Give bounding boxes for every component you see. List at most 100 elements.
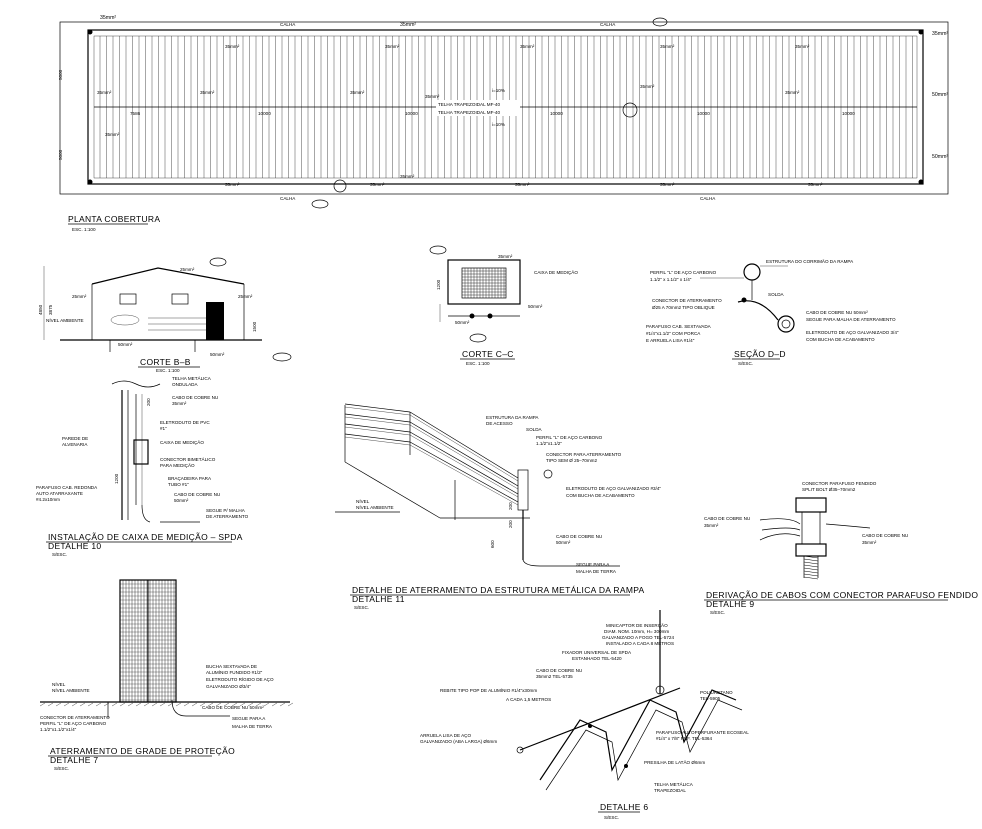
detail-10-l3b: #1" (160, 426, 167, 431)
detail-10-l4a: PAREDE DE (62, 436, 88, 441)
section-d-label-6a: CABO DE COBRE NU 50mm² (806, 310, 868, 315)
detail-10-l6b: PARA MEDIÇÃO (160, 462, 195, 468)
detail-6-l2b: ESTANHADO TEL-5420 (572, 656, 622, 661)
svg-text:35mm²: 35mm² (385, 44, 400, 49)
section-c-scale: ESC. 1:100 (466, 361, 490, 366)
section-c-label-box: CAIXA DE MEDIÇÃO (534, 269, 578, 275)
detail-11-l1a: ESTRUTURA DA RAMPA (486, 415, 539, 420)
soil-hatch (39, 702, 294, 707)
plan-side-label-top: CALHA (280, 22, 296, 27)
section-c-box-mesh (462, 268, 506, 298)
detail-7: BUCHA SEXTAVADA DE ALUMÍNIO FUNDIDO #1/2… (39, 579, 294, 771)
svg-text:35mm²: 35mm² (350, 90, 365, 95)
detail-10-l1a: TELHA METÁLICA (172, 375, 212, 381)
detail-11: ESTRUTURA DA RAMPA DE ACESSO SOLDA PERFI… (335, 403, 661, 610)
detail-10-l9a: CABO DE COBRE NU (174, 492, 220, 497)
roof-slope-1: i=10% (492, 88, 505, 93)
roof-note-1: TELHA TRAPEZOIDAL MF-40 (438, 102, 500, 107)
detail-7-l1a: BUCHA SEXTAVADA DE (206, 664, 257, 669)
detail-9-l2a: CABO DE COBRE NU (704, 516, 750, 521)
plan-dim-2: 10000 (258, 111, 271, 116)
section-b: 25mm² 50mm² 25mm² 50mm² 25mm² NÍVEL AMBI… (38, 257, 292, 373)
roof-slope-2: i=10% (492, 122, 505, 127)
section-d-label-5b: #1/4"x1.1/2" COM PORCA (646, 331, 701, 336)
plan-side-label-bottom: CALHA (280, 196, 296, 201)
detail-9-subtitle: DETALHE 9 (706, 599, 754, 609)
svg-text:35mm²: 35mm² (795, 44, 810, 49)
detail-11-l7a: SEGUE PARA A (576, 562, 610, 567)
svg-text:35mm²: 35mm² (785, 90, 800, 95)
svg-text:35mm²: 35mm² (225, 182, 240, 187)
detail-6-l4b: A CADA 1,5 METROS (506, 697, 551, 702)
detail-9-l2b: 35mm² (704, 523, 719, 528)
ramp-handrails (344, 403, 519, 506)
detail-10-l9b: 50mm² (174, 498, 189, 503)
detail-7-l6a: SEGUE PARA A (232, 716, 266, 721)
section-d-label-5a: PARAFUSO CAB. SEXTAVADA (646, 324, 712, 329)
detail-11-dim-b: 200 (508, 520, 513, 528)
detail-6-l8: PRESILHA DE LATÃO Ø6mm (644, 759, 705, 765)
section-c-title: CORTE C–C (462, 349, 514, 359)
detail-11-l1b: DE ACESSO (486, 421, 513, 426)
section-b-dim-c: 1500 (252, 321, 257, 332)
detail-9-scale: S/ESC. (710, 610, 725, 615)
svg-text:35mm²: 35mm² (520, 44, 535, 49)
section-d-label-1: ESTRUTURA DO CORRIMÃO DA RAMPA (766, 258, 854, 264)
detail-6-l1b: DIAM. NOM. 10mm, H= 300mm (604, 629, 669, 634)
detail-10-l5: CAIXA DE MEDIÇÃO (160, 439, 204, 445)
svg-text:35mm²: 35mm² (370, 182, 385, 187)
section-d-label-6b: SEGUE PARA MALHA DE ATERRAMENTO (806, 317, 896, 322)
plan-tag-right-3: 50mm² (932, 154, 948, 160)
section-d-label-7b: COM BUCHA DE ACABAMENTO (806, 337, 875, 342)
section-c-tag-a: 35mm² (498, 254, 513, 259)
section-b-tag-b: 50mm² (118, 342, 133, 347)
detail-7-scale: S/ESC. (54, 766, 69, 771)
detail-7-l6b: MALHA DE TERRA (232, 724, 273, 729)
section-b-scale: ESC. 1:100 (156, 368, 180, 373)
detail-11-l5b: COM BUCHA DE ACABAMENTO (566, 493, 635, 498)
plan-side-label-top-2: CALHA (600, 22, 616, 27)
detail-10-dim-b: 1200 (114, 473, 119, 484)
detail-9: CONECTOR PARAFUSO FENDIDO SPLIT BOLT Ø35… (704, 481, 978, 615)
detail-7-subtitle: DETALHE 7 (50, 755, 98, 765)
protection-grille (120, 580, 176, 702)
detail-10: TELHA METÁLICA ONDULADA CABO DE COBRE NU… (36, 360, 249, 557)
detail-11-subtitle: DETALHE 11 (352, 594, 405, 604)
section-b-dim-b: 3875 (48, 304, 53, 315)
detail-9-l3a: CABO DE COBRE NU (862, 533, 908, 538)
section-d-label-4b: Ø25 A 70mm2 TIPO OBLIQUE (652, 305, 715, 310)
detail-10-subtitle: DETALHE 10 (48, 541, 101, 551)
detail-7-l5: CABO DE COBRE NU 50mm² (202, 705, 264, 710)
plan-tag-top-mid: 35mm² (400, 22, 416, 28)
svg-text:35mm²: 35mm² (660, 44, 675, 49)
section-c: 35mm² CAIXA DE MEDIÇÃO 50mm² 50mm² 1200 … (429, 245, 578, 366)
detail-6-l3b: 35mm2 TEL-5735 (536, 674, 573, 679)
detail-10-l7a: BRAÇADEIRA PARA (168, 476, 212, 481)
section-d-label-7a: ELETRODUTO DE AÇO GALVANIZADO 3/4" (806, 330, 899, 335)
plan-tag-right-1: 35mm² (932, 31, 948, 37)
detail-11-l3b: 1.1/2"x1.1/2" (536, 441, 562, 446)
detail-11-l5a: ELETRODUTO DE AÇO GALVANIZADO #3/4" (566, 486, 661, 491)
detail-10-l6a: CONECTOR BIMETÁLICO (160, 456, 216, 462)
svg-text:35mm²: 35mm² (425, 94, 440, 99)
detail-6-title: DETALHE 6 (600, 802, 648, 812)
section-d-label-3: SOLDA (768, 292, 785, 297)
plan-markers (87, 17, 924, 209)
svg-text:35mm²: 35mm² (660, 182, 675, 187)
detail-11-l2: SOLDA (526, 427, 543, 432)
bolt-thread (803, 555, 819, 580)
section-b-tag-c: 25mm² (238, 294, 253, 299)
section-d: ESTRUTURA DO CORRIMÃO DA RAMPA PERFIL "L… (646, 258, 899, 366)
detail-10-l10a: SEGUE P/ MALHA (206, 508, 246, 513)
detail-11-l4b: TIPO SEM Ø 25–70mm2 (546, 458, 598, 463)
section-c-dim: 1200 (436, 279, 441, 290)
detail-10-l3a: ELETRODUTO DE PVC (160, 420, 210, 425)
detail-6: MINICAPTOR DE INSERÇÃO DIAM. NOM. 10mm, … (420, 610, 749, 820)
detail-10-l8b: AUTO ATARRAXANTE (36, 491, 83, 496)
roof-plan: 35mm² CALHA 35mm² CALHA CALHA CALHA 35mm… (58, 15, 948, 232)
detail-10-l2a: CABO DE COBRE NU (172, 395, 218, 400)
detail-6-l1a: MINICAPTOR DE INSERÇÃO (606, 622, 668, 628)
detail-9-title: DERIVAÇÃO DE CABOS COM CONECTOR PARAFUSO… (706, 590, 978, 600)
detail-6-l4a: REBITE TIPO POP DE ALUMÍNIO #1/4"x30mm (440, 687, 537, 693)
detail-10-title: INSTALAÇÃO DE CAIXA DE MEDIÇÃO – SPDA (48, 532, 243, 542)
